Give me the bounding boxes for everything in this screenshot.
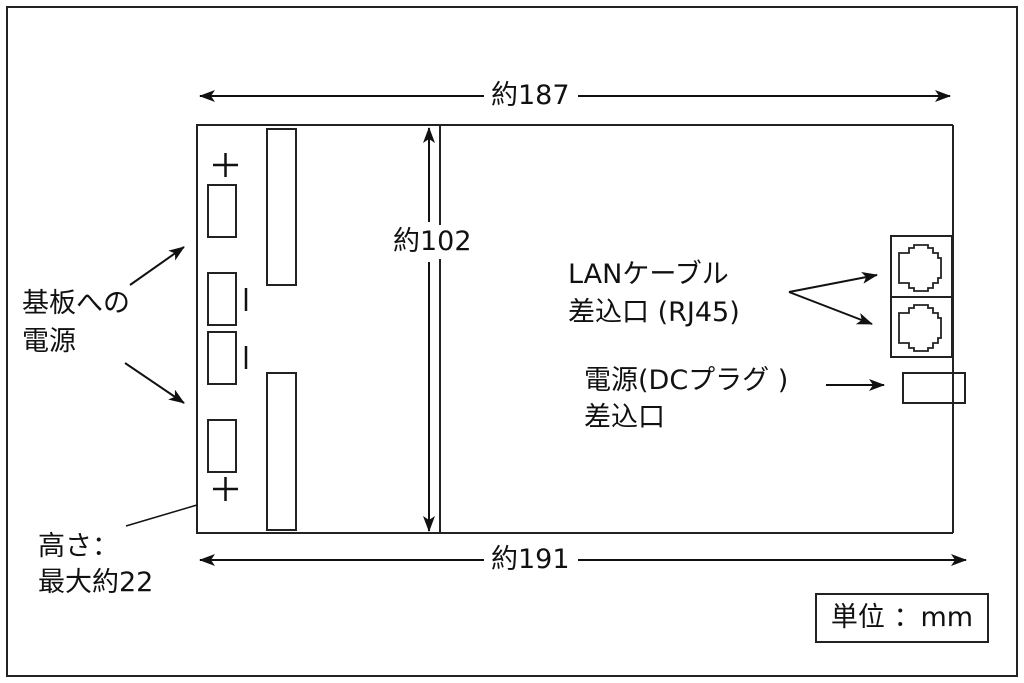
height-label-line1: 高さ： — [38, 531, 119, 562]
lan-label-line2: 差込口 (RJ45) — [568, 297, 740, 328]
unit-box: 単位 ：mm — [815, 593, 989, 643]
depth-label: 約102 — [391, 225, 474, 259]
top-width-label: 約187 — [489, 79, 572, 113]
board-power-arrow-up — [129, 246, 185, 286]
bottom-width-label: 約191 — [489, 543, 572, 577]
height-leader-line — [125, 504, 198, 527]
outer-frame — [6, 6, 1018, 677]
header-connector-bottom — [266, 372, 297, 531]
plus-icon-bottom — [213, 477, 238, 501]
board-power-label-line2: 電源 — [22, 326, 76, 357]
header-connector-top — [266, 128, 297, 286]
power-terminal-1 — [207, 184, 237, 238]
dc-jack — [902, 372, 966, 404]
lan-label-line1: LANケーブル — [568, 259, 729, 290]
dc-label-line2: 差込口 — [584, 402, 665, 433]
dc-label-line1: 電源(DCプラグ ) — [584, 365, 789, 396]
rj45-port-icon-2 — [898, 304, 942, 352]
power-terminal-2 — [207, 272, 237, 326]
power-terminal-4 — [207, 419, 237, 473]
rj45-port-icon-1 — [898, 244, 942, 292]
power-terminal-3 — [207, 331, 237, 385]
board-power-label-line1: 基板への — [22, 288, 130, 319]
plus-icon-top — [213, 153, 238, 177]
height-label-line2: 最大約22 — [38, 567, 154, 598]
lan-arrow-2 — [788, 291, 873, 325]
lan-arrow-1 — [788, 271, 878, 293]
board-power-arrow-down — [124, 362, 185, 404]
